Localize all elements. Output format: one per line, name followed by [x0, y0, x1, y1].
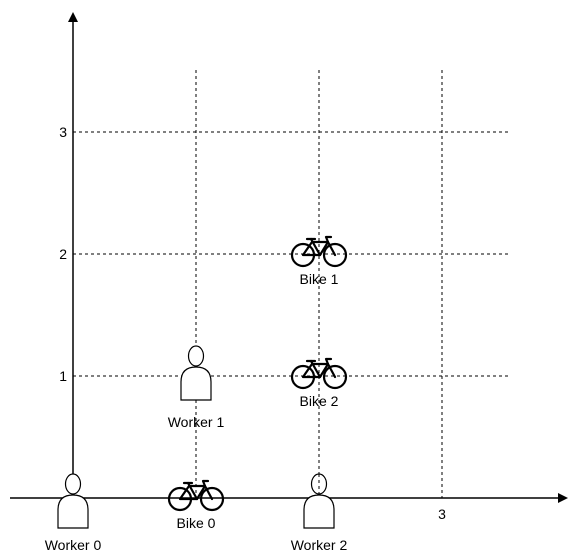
worker-label: Worker 0	[45, 537, 102, 553]
x-tick-label: 3	[438, 506, 446, 522]
bicycle-icon	[290, 357, 348, 390]
bike-label: Bike 2	[300, 393, 339, 409]
y-tick-label: 1	[59, 368, 67, 384]
worker-label: Worker 2	[291, 537, 348, 553]
tick-labels: 1 2 3 3	[59, 124, 446, 522]
grid-lines	[73, 70, 508, 498]
items: Worker 0 Worker 1 Worker 2 Bike 0 Bike 1 Bike…	[45, 235, 348, 553]
worker-label: Worker 1	[168, 414, 225, 430]
bicycle-icon	[167, 479, 225, 512]
bike-1: Bike 1	[290, 235, 348, 287]
person-icon	[303, 473, 335, 529]
worker-0: Worker 0	[45, 473, 102, 553]
y-tick-label: 3	[59, 124, 67, 140]
worker-1: Worker 1	[168, 345, 225, 430]
person-icon	[180, 345, 212, 401]
bicycle-icon	[290, 235, 348, 268]
person-icon	[57, 473, 89, 529]
bike-0: Bike 0	[167, 479, 225, 531]
worker-2: Worker 2	[291, 473, 348, 553]
bike-2: Bike 2	[290, 357, 348, 409]
y-tick-label: 2	[59, 246, 67, 262]
axes	[10, 12, 568, 503]
bike-label: Bike 1	[300, 271, 339, 287]
bike-label: Bike 0	[177, 515, 216, 531]
